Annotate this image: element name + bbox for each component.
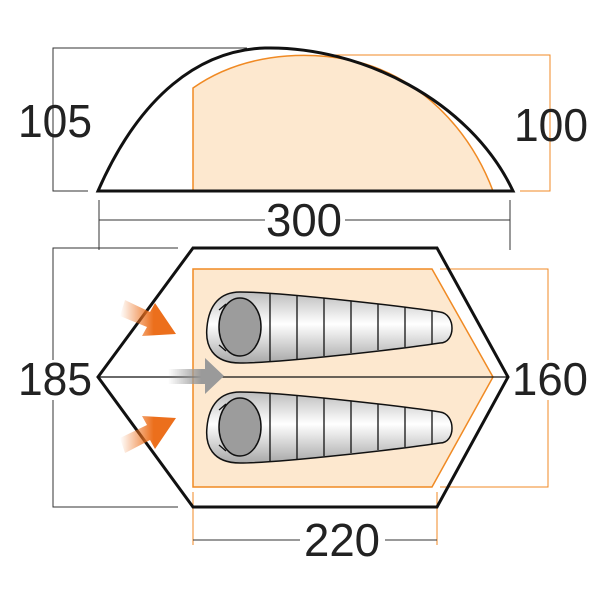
entrance-arrow-icon (120, 416, 176, 453)
entrance-arrow-icon (168, 358, 224, 394)
length-dimension: 300 (98, 194, 511, 250)
side-view: 105 100 (18, 46, 588, 193)
sleeping-bag (205, 291, 453, 364)
flysheet-profile (95, 46, 516, 193)
outer-width-label: 185 (18, 353, 92, 405)
outer-height-label: 105 (18, 95, 92, 147)
floor-plan: 185 160 220 (18, 246, 588, 566)
inner-width-label: 160 (512, 353, 588, 405)
inner-height-dimension-line (330, 54, 551, 192)
inner-tent-profile (192, 54, 495, 192)
inner-width-dimension-line (440, 268, 549, 488)
outer-height-dimension-line (52, 47, 247, 192)
outer-width-dimension-line (52, 247, 178, 508)
sleeping-bag (205, 391, 453, 464)
entrance-arrow-icon (120, 300, 176, 336)
inner-length-label: 220 (304, 514, 380, 566)
length-label: 300 (266, 194, 342, 246)
inner-height-label: 100 (514, 99, 588, 151)
inner-length-dimension-line (192, 492, 438, 545)
